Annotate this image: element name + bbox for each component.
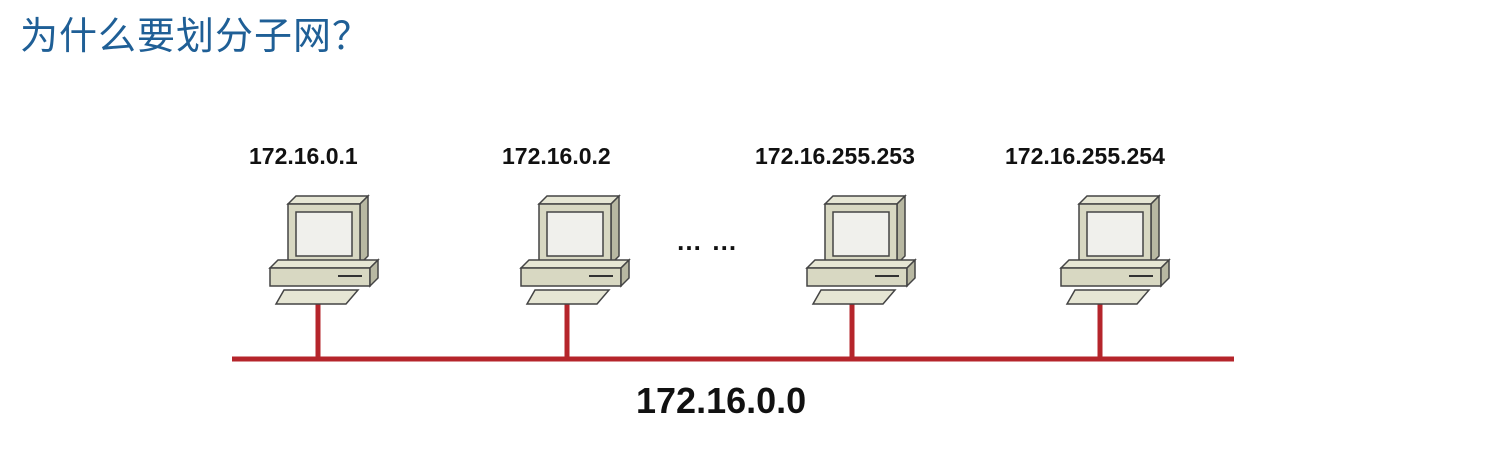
more-hosts-ellipsis: … …: [676, 226, 739, 256]
host-ip-label: 172.16.255.253: [755, 143, 915, 169]
desktop-computer-icon: [269, 195, 379, 305]
page-title: 为什么要划分子网？: [20, 14, 372, 58]
host-ip-label: 172.16.255.254: [1005, 143, 1165, 169]
desktop-computer-icon: [520, 195, 630, 305]
desktop-computer-icon: [806, 195, 916, 305]
network-address-label: 172.16.0.0: [636, 380, 807, 421]
host-ip-label: 172.16.0.2: [502, 143, 611, 169]
desktop-computer-icon: [1060, 195, 1170, 305]
host-ip-label: 172.16.0.1: [249, 143, 358, 169]
